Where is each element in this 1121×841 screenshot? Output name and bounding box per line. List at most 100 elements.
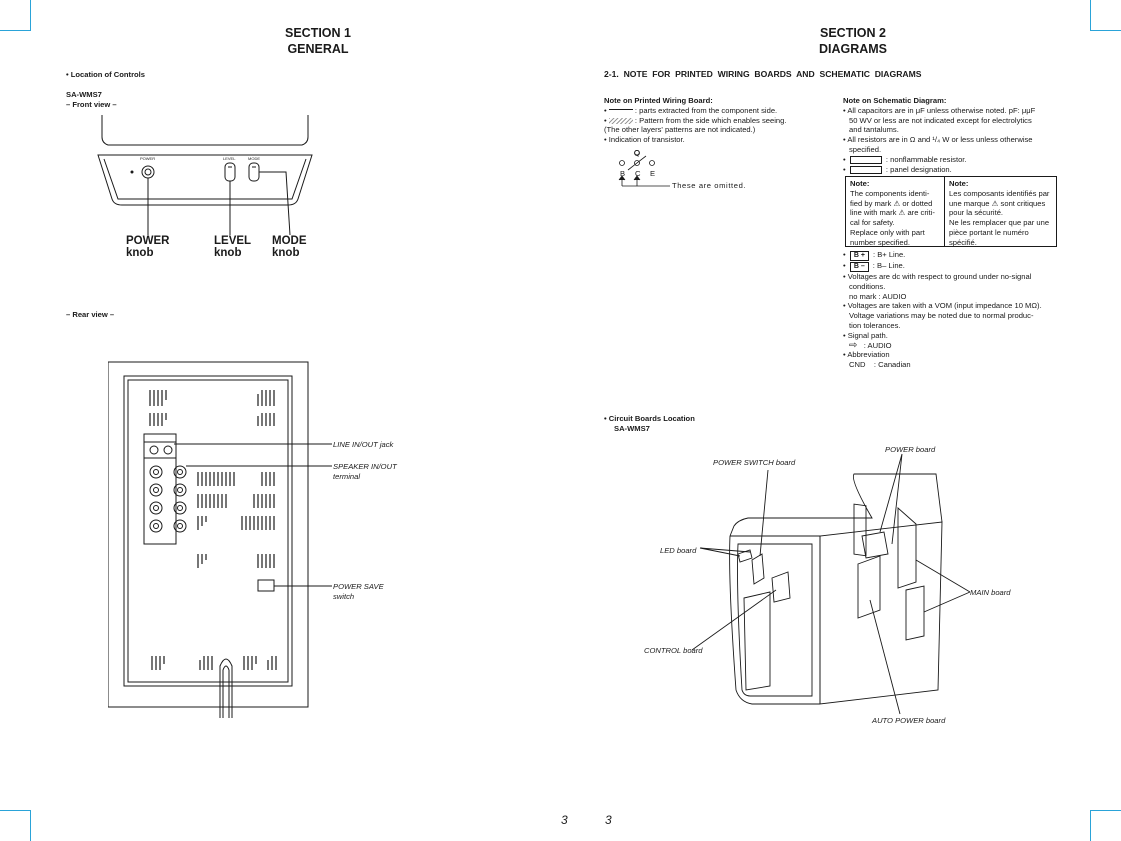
schematic-notes: Note on Schematic Diagram: • All capacit… <box>843 96 1058 174</box>
unit-front-left <box>729 535 820 705</box>
note-en-line: Replace only with part <box>850 227 925 237</box>
rear-view-drawing <box>108 361 332 718</box>
sch-line-50wv: 50 WV or less are not indicated except f… <box>849 115 1032 125</box>
control-board-label: CONTROL board <box>644 646 703 655</box>
auto-power-board-label: AUTO POWER board <box>872 716 946 725</box>
circuit-boards-model: SA-WMS7 <box>614 424 650 433</box>
sch-line-nonflammable: • : nonflammable resistor. <box>843 154 967 164</box>
power-cord <box>219 658 233 718</box>
front-view-drawing: POWER LEVEL MODE <box>97 115 313 236</box>
unit-side-face <box>819 521 943 705</box>
front-window <box>743 591 771 691</box>
schematic-notes-continued: • B +: B+ Line. • B –: B– Line. • Voltag… <box>843 250 1058 370</box>
pwb-note-transistor: • Indication of transistor. <box>604 135 685 145</box>
power-knob <box>141 165 155 179</box>
front-panel-outline <box>97 154 313 206</box>
note-fr-line: une marque ⚠ sont critiques <box>949 198 1046 208</box>
note-fr-line: pour la sécurité. <box>949 208 1004 218</box>
led-board-label: LED board <box>660 546 697 555</box>
transistor-q-label: Q <box>634 148 640 157</box>
crop-mark-top-left <box>0 0 31 31</box>
note-en-line: fied by mark ⚠ or dotted <box>850 198 933 208</box>
left-page-number: 3 <box>561 813 568 827</box>
transistor-indication <box>618 150 670 187</box>
crop-mark-top-right <box>1090 0 1121 31</box>
note-en-title: Note: <box>850 179 870 188</box>
right-section-number: SECTION 2 <box>820 26 886 40</box>
power-save-switch <box>257 579 275 592</box>
signal-arrow-icon: ⇨ <box>849 339 858 351</box>
pwb-note-layers: (The other layers' patterns are not indi… <box>604 125 756 135</box>
power-knob-label-line1: POWER <box>126 235 170 247</box>
sch-voltages-dc: • Voltages are dc with respect to ground… <box>843 272 1032 281</box>
note-en-line: number specified. <box>850 237 910 247</box>
main-board-lower <box>905 585 925 641</box>
speaker-terminal-label: SPEAKER IN/OUT terminal <box>333 462 397 481</box>
note-fr-line: spécifié. <box>949 237 977 247</box>
sch-line-resistors: • All resistors are in Ω and ¹/₄ W or le… <box>843 135 1033 145</box>
nonflammable-resistor-icon <box>849 155 882 164</box>
bplus-box: B + <box>849 251 869 261</box>
level-knob-label: LEVEL knob <box>214 235 251 259</box>
main-board-upper <box>897 506 917 589</box>
signal-audio-text: : AUDIO <box>863 340 892 350</box>
terminal-plate <box>143 433 177 545</box>
vent-slots-middle <box>197 472 275 568</box>
power-switch-board-label: POWER SWITCH board <box>713 458 796 467</box>
line-in-out-jack-label: LINE IN/OUT jack <box>333 440 393 450</box>
note-en-line: cal for safety. <box>850 218 895 228</box>
main-board-back <box>853 503 867 557</box>
mode-knob-label-line1: MODE <box>272 235 307 247</box>
note-fr-line: Les composants identifiés par <box>949 188 1050 198</box>
rear-inner-panel <box>123 375 293 687</box>
left-section-number: SECTION 1 <box>285 26 351 40</box>
bminus-text: : B– Line. <box>872 261 905 270</box>
rear-view-label: – Rear view – <box>66 310 115 319</box>
rear-outer-frame <box>108 361 309 708</box>
power-board-label: POWER board <box>885 445 936 454</box>
vent-slots-bottom <box>151 656 277 670</box>
sch-signal-audio: ⇨ : AUDIO <box>843 339 1058 351</box>
power-switch-board <box>751 553 765 585</box>
right-page-number: 3 <box>605 813 612 827</box>
model-name: SA-WMS7 <box>66 90 102 99</box>
bminus-box: B – <box>849 262 869 272</box>
mode-knob-label-line2: knob <box>272 247 300 259</box>
power-board-leader <box>879 453 903 545</box>
power-knob-label: POWER knob <box>126 235 169 259</box>
mode-knob <box>248 162 260 182</box>
notes-heading: 2-1. NOTE FOR PRINTED WIRING BOARDS AND … <box>604 69 922 79</box>
line-jack-label-line1: LINE IN/OUT jack <box>333 440 394 449</box>
line-jack-left <box>149 445 159 455</box>
vent-slots-top <box>149 390 275 426</box>
transistor-pin-b: B <box>620 169 626 178</box>
mode-knob-label: MODE knob <box>272 235 307 259</box>
auto-power-leader <box>869 599 901 715</box>
sch-vom: • Voltages are taken with a VOM (input i… <box>843 301 1042 311</box>
sch-conditions: conditions. <box>849 281 886 291</box>
sch-line-specified: specified. <box>849 144 882 154</box>
location-heading: • Location of Controls <box>66 70 146 79</box>
main-board-label: MAIN board <box>970 588 1011 597</box>
sch-line-panel: • : panel designation. <box>843 164 952 174</box>
sch-signal-path: • Signal path. <box>843 330 888 340</box>
schematic-notes-title: Note on Schematic Diagram: <box>843 96 947 105</box>
left-section-title: GENERAL <box>287 42 349 56</box>
note-fr-title: Note: <box>949 179 969 188</box>
svg-text:MODE: MODE <box>248 156 260 161</box>
transistor-pin-e: E <box>650 169 656 178</box>
omitted-label: These are omitted. <box>672 181 747 190</box>
control-board <box>771 571 791 603</box>
sch-line-tantalums: and tantalums. <box>849 125 899 135</box>
svg-text:LEVEL: LEVEL <box>223 156 236 161</box>
speaker-terminals <box>149 465 187 533</box>
note-en-line: The components identi- <box>850 188 930 198</box>
auto-power-board <box>857 555 881 619</box>
sch-nonflammable-text: : nonflammable resistor. <box>885 154 967 164</box>
unit-top-edge <box>729 473 943 537</box>
pwb-note-parts: • : parts extracted from the component s… <box>604 105 778 115</box>
front-panel-inner <box>103 158 307 200</box>
power-switch-leader <box>759 469 769 557</box>
circuit-boards-diagram <box>691 453 971 715</box>
crop-mark-bottom-left <box>0 810 31 841</box>
